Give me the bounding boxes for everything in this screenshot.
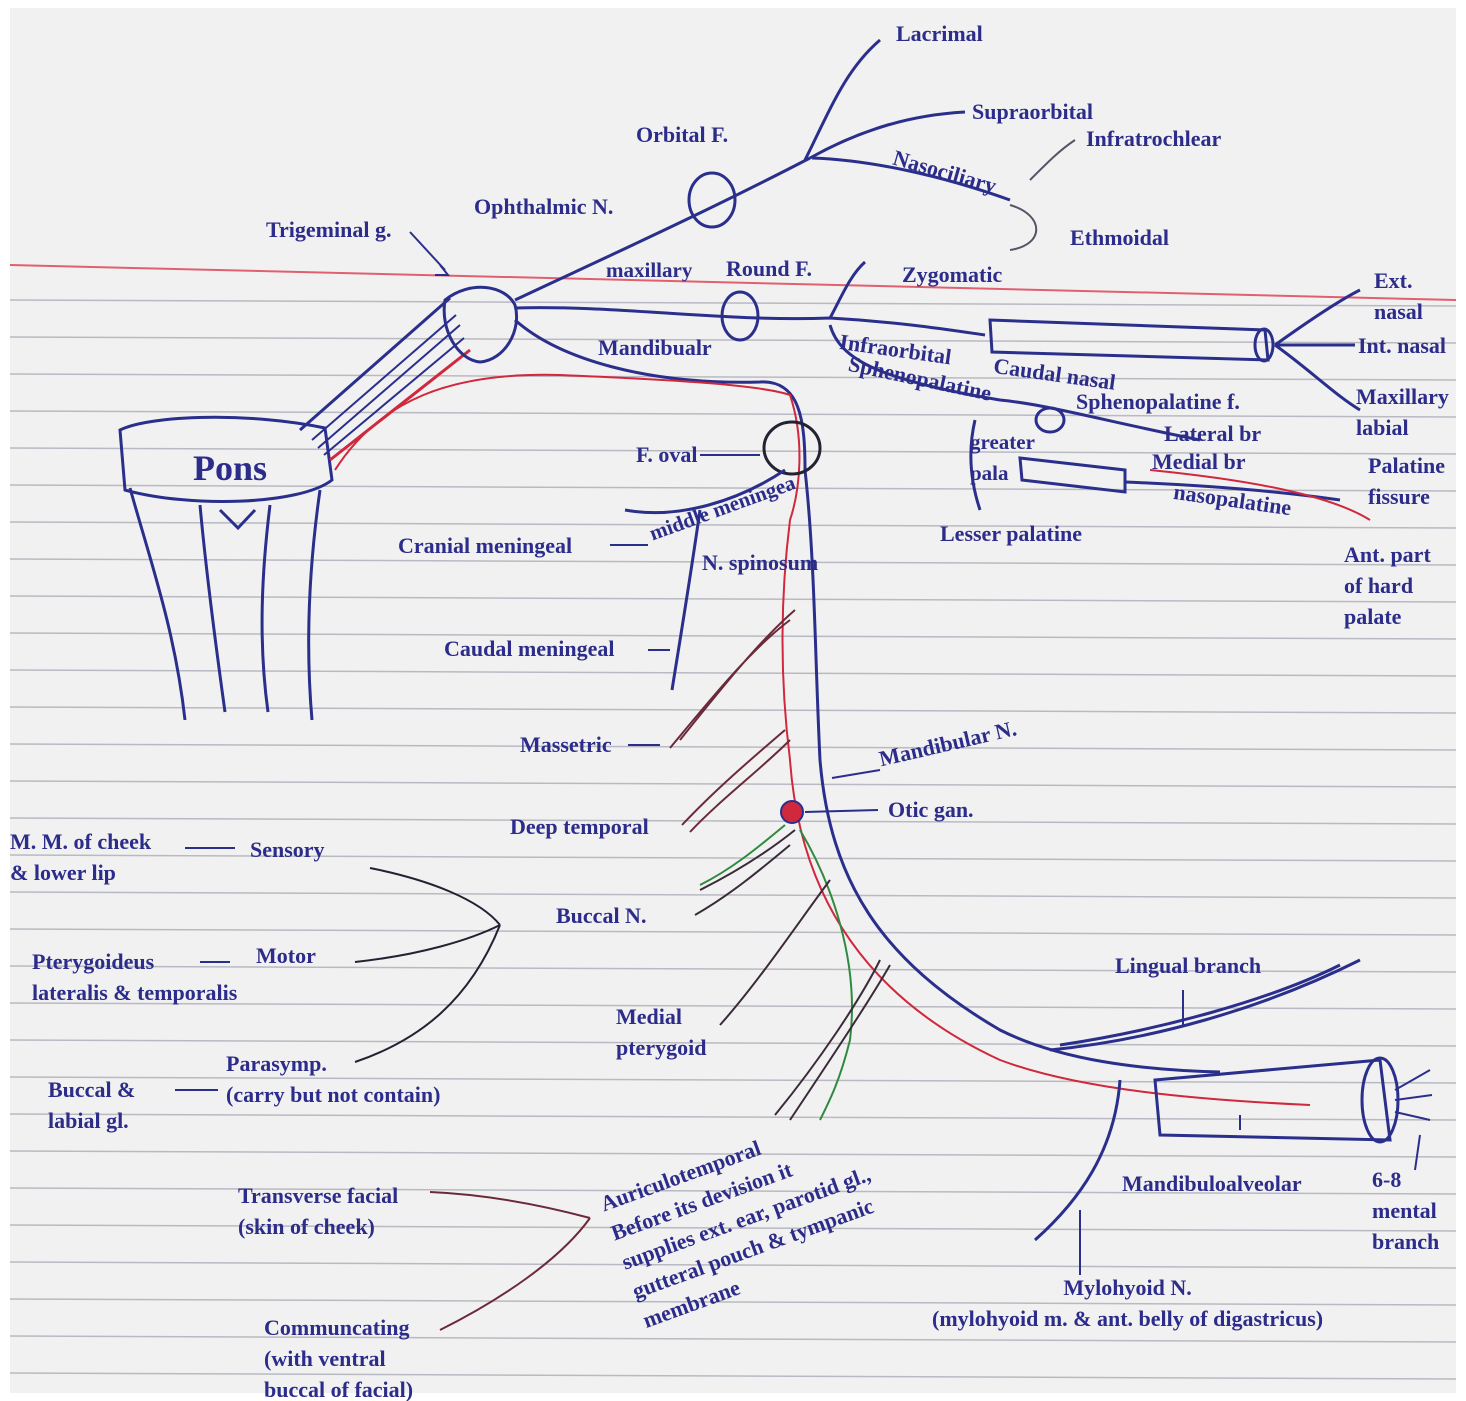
- buccal-n-bracket: [355, 868, 500, 1062]
- label-zygomatic: Zygomatic: [902, 259, 1002, 290]
- label-transverse-facial: Transverse facial (skin of cheek): [238, 1180, 398, 1242]
- label-infratrochlear: Infratrochlear: [1086, 123, 1221, 154]
- brainstem-notch: [220, 510, 255, 528]
- infraorbital-fan: [1275, 290, 1360, 410]
- label-mental-branch: 6-8 mental branch: [1372, 1164, 1439, 1257]
- label-buccal-nerve: Buccal N.: [556, 900, 646, 931]
- label-medial-br: Medial br: [1152, 446, 1246, 477]
- label-buccal-labial-glands: Buccal & labial gl.: [48, 1074, 135, 1136]
- trigeminal-root-fibre: [312, 315, 464, 455]
- brainstem-left: [130, 488, 185, 720]
- label-maxillary-labial: Maxillary labial: [1356, 381, 1449, 443]
- label-greater-palatine: greater pala: [970, 427, 1035, 489]
- label-orbital-foramen: Orbital F.: [636, 119, 728, 150]
- label-sensory: Sensory: [250, 834, 325, 865]
- trigeminal-root-top: [300, 298, 450, 430]
- label-motor: Motor: [256, 940, 316, 971]
- brainstem-right: [309, 490, 320, 720]
- label-palatine-fissure: Palatine fissure: [1368, 450, 1445, 512]
- label-pons: Pons: [193, 448, 267, 488]
- label-lesser-palatine: Lesser palatine: [940, 518, 1082, 549]
- auriculotemporal-bracket: [430, 1192, 590, 1330]
- label-ext-nasal: Ext. nasal: [1374, 265, 1423, 327]
- infraorbital-canal: [990, 320, 1268, 360]
- foramen-ovale: [764, 422, 820, 474]
- green-fibre-2: [700, 825, 785, 885]
- label-massetric: Massetric: [520, 729, 612, 760]
- brainstem-inner-2: [262, 505, 270, 712]
- label-pterygoideus: Pterygoideus lateralis & temporalis: [32, 946, 237, 1008]
- label-n-spinosum: N. spinosum: [702, 547, 818, 578]
- label-lingual-branch: Lingual branch: [1115, 950, 1261, 981]
- zygomatic-nerve: [830, 262, 865, 318]
- label-mandibualr: Mandibualr: [598, 332, 712, 363]
- label-communicating: Communcating (with ventral buccal of fac…: [264, 1312, 413, 1401]
- buccal-nerve-branch: [695, 830, 795, 915]
- label-muscles-cheek-lip: M. M. of cheek & lower lip: [10, 826, 151, 888]
- label-ethmoidal: Ethmoidal: [1070, 222, 1169, 253]
- deep-temporal-branch: [682, 730, 790, 832]
- label-parasympathetic: Parasymp. (carry but not contain): [226, 1048, 440, 1110]
- label-otic-ganglion: Otic gan.: [888, 794, 974, 825]
- sphenopalatine-foramen: [1036, 408, 1064, 432]
- masseteric-branch: [670, 610, 795, 748]
- label-deep-temporal: Deep temporal: [510, 811, 649, 842]
- label-maxillary: maxillary: [606, 255, 692, 286]
- label-mylohyoid-nerve: Mylohyoid N. (mylohyoid m. & ant. belly …: [932, 1272, 1323, 1334]
- brainstem-inner-1: [200, 505, 225, 712]
- label-ophthalmic-nerve: Ophthalmic N.: [474, 191, 613, 222]
- label-foramen-ovale: F. oval: [636, 439, 698, 470]
- label-ant-part-hard-palate: Ant. part of hard palate: [1344, 539, 1431, 632]
- label-cranial-meningeal: Cranial meningeal: [398, 530, 572, 561]
- maxillary-nerve: [515, 308, 985, 335]
- otic-ganglion: [781, 801, 803, 823]
- label-int-nasal: Int. nasal: [1358, 330, 1446, 361]
- mental-branches: [1395, 1070, 1432, 1120]
- infratrochlear-branch: [1030, 140, 1075, 180]
- label-medial-pterygoid: Medial pterygoid: [616, 1001, 706, 1063]
- label-supraorbital: Supraorbital: [972, 96, 1093, 127]
- supraorbital-nerve: [810, 112, 965, 158]
- label-caudal-meningeal: Caudal meningeal: [444, 633, 615, 664]
- auriculotemporal-branch: [775, 960, 890, 1120]
- label-trigeminal-ganglion: Trigeminal g.: [266, 214, 391, 245]
- palatine-canal: [1020, 458, 1125, 492]
- label-sphenopalatine-foramen: Sphenopalatine f.: [1076, 386, 1240, 417]
- green-fibre: [800, 830, 852, 1120]
- trigeminal-ganglion: [444, 287, 516, 362]
- label-lateral-br: Lateral br: [1164, 418, 1261, 449]
- label-mandibuloalveolar: Mandibuloalveolar: [1122, 1168, 1302, 1199]
- label-round-foramen: Round F.: [726, 253, 812, 284]
- medial-pterygoid-branch: [720, 880, 830, 1025]
- mylohyoid-branch: [1035, 1080, 1120, 1240]
- ethmoidal-branch: [1010, 205, 1036, 250]
- label-lacrimal: Lacrimal: [896, 18, 983, 49]
